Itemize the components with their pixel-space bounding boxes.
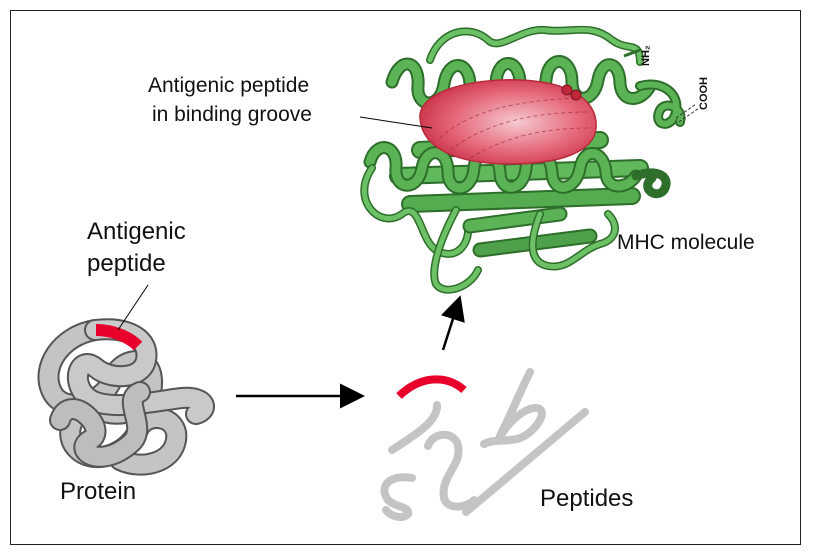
protein-antigenic-segment <box>95 324 143 351</box>
groove-leader-line <box>359 116 433 129</box>
protein-structure <box>37 318 215 476</box>
cooh-label: COOH <box>698 77 710 110</box>
antigenic-peptide-label-line2: peptide <box>87 250 166 277</box>
mhc-molecule-label: MHC molecule <box>617 231 755 254</box>
binding-arrow <box>440 295 465 351</box>
groove-label-line2: in binding groove <box>152 103 312 126</box>
binding-groove-peptide <box>419 79 597 165</box>
peptides-label: Peptides <box>540 485 634 512</box>
antigenic-peptide-label-line1: Antigenic <box>87 218 186 245</box>
peptide-fragments <box>380 368 589 521</box>
antigenic-leader-line <box>117 284 149 331</box>
peptide-antigenic <box>396 375 467 400</box>
groove-label-line1: Antigenic peptide <box>148 74 310 97</box>
protein-label: Protein <box>60 478 137 505</box>
disulfide-bond-icon <box>561 84 573 96</box>
nh2-label: NH₂ <box>640 45 652 66</box>
